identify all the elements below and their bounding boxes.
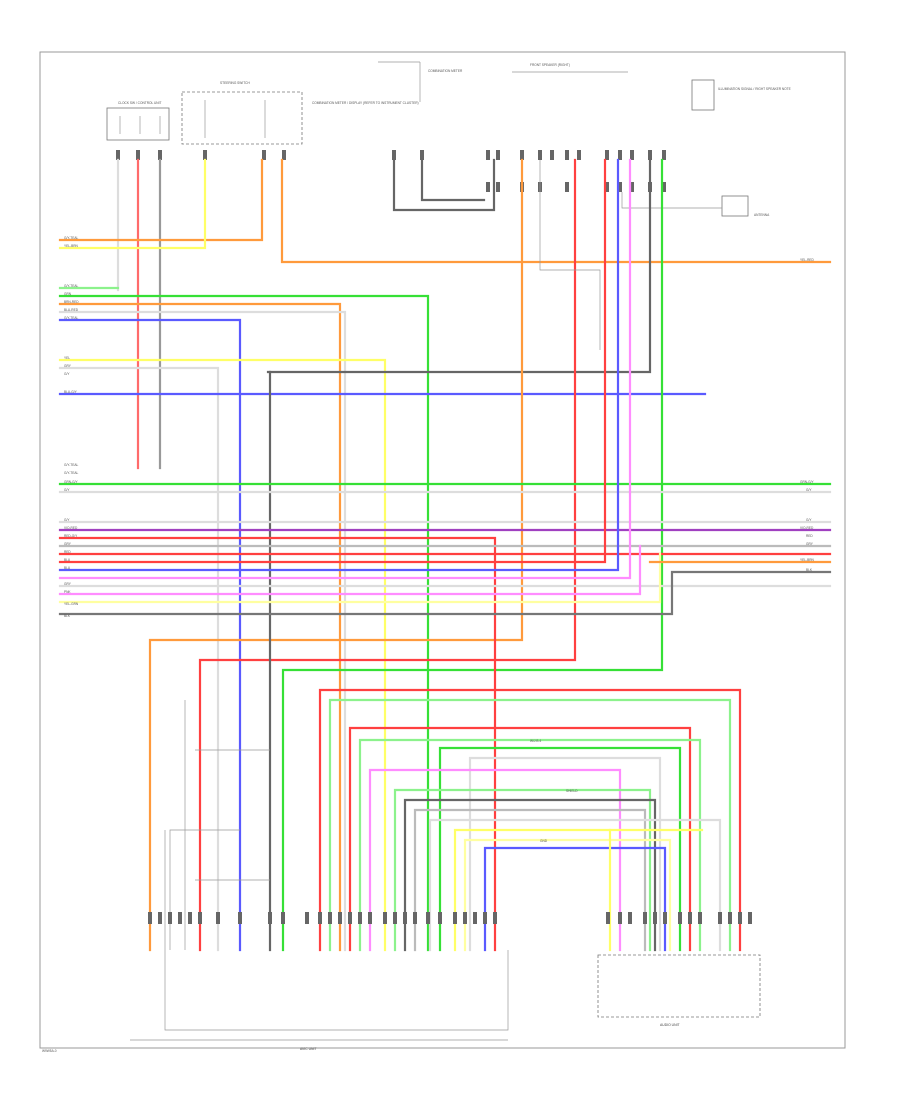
clock-switch-label: CLOCK SW / CONTROL UNIT	[118, 101, 161, 105]
left-wire-labels: G/Y-TEAL YEL-BRN G/Y-TEAL GRN BRN-RED BL…	[64, 236, 79, 618]
left-label: GRN	[64, 292, 72, 296]
right-label: YEL-BRN	[800, 558, 815, 562]
right-note: ILLUMINATION SIGNAL / RIGHT SPEAKER NOTE	[691, 79, 791, 111]
left-label: GRN-G/Y	[64, 480, 79, 484]
left-label: GRY	[64, 582, 72, 586]
right-label: GRY	[806, 542, 814, 546]
right-label: G/Y	[806, 518, 812, 522]
steering-switch-label: STEERING SWITCH	[220, 81, 250, 85]
left-label: BRN-RED	[64, 300, 79, 304]
left-label: GRY	[64, 542, 72, 546]
right-label: BLK	[806, 568, 813, 572]
left-label: G/Y	[64, 488, 70, 492]
midbus-note-2: SHIELD	[566, 789, 578, 793]
left-label: VIO-RED	[64, 526, 78, 530]
midbus-note-1: W/J B 4	[530, 739, 541, 743]
left-label: YEL-BRN	[64, 244, 79, 248]
left-label: BLK	[64, 614, 71, 618]
left-label: RED	[64, 550, 71, 554]
left-label: YEL-GRN	[64, 602, 79, 606]
left-label: G/Y-TEAL	[64, 316, 78, 320]
right-note-text: ILLUMINATION SIGNAL / RIGHT SPEAKER NOTE	[718, 87, 791, 91]
left-label: G/Y	[64, 372, 70, 376]
left-label: GRY	[64, 364, 72, 368]
right-label: RED	[806, 534, 813, 538]
front-speaker-label: FRONT SPEAKER (RIGHT)	[530, 63, 570, 67]
main-component-label: AVIC UNIT	[300, 1047, 317, 1051]
page-code: W9W5A-0	[42, 1049, 57, 1053]
clock-switch-component: CLOCK SW / CONTROL UNIT	[106, 101, 170, 141]
left-label: G/Y-TEAL	[64, 284, 78, 288]
meter-note: COMBINATION METER / DISPLAY (REFER TO IN…	[312, 101, 419, 105]
wire-network	[58, 158, 832, 1031]
audio-unit-component: AUDIO UNIT	[597, 954, 761, 1027]
left-label: BLU	[64, 558, 71, 562]
left-label: PNK	[64, 590, 71, 594]
combination-meter-component: COMBINATION METER	[378, 61, 463, 102]
meter-note-text: COMBINATION METER / DISPLAY (REFER TO IN…	[312, 101, 419, 105]
left-label: YEL	[64, 356, 70, 360]
right-label: GRN-G/Y	[800, 480, 815, 484]
left-label: RED-G/Y	[64, 534, 78, 538]
antenna-component: ANTENNA	[721, 195, 770, 217]
left-label: BLU	[64, 566, 71, 570]
antenna-label: ANTENNA	[754, 213, 770, 217]
left-label: G/Y-TEAL	[64, 463, 78, 467]
left-label: G/Y-TEAL	[64, 471, 78, 475]
combination-meter-label: COMBINATION METER	[428, 69, 463, 73]
left-label: G/Y-TEAL	[64, 236, 78, 240]
steering-switch-component: STEERING SWITCH	[181, 81, 303, 145]
diagram-frame	[39, 51, 846, 1049]
left-label: G/Y	[64, 518, 70, 522]
right-label: G/Y	[806, 488, 812, 492]
bottom-connector-pins	[148, 912, 752, 924]
top-connector-pins	[116, 150, 666, 192]
front-speaker-component: FRONT SPEAKER (RIGHT)	[512, 63, 628, 73]
right-label: YEL-RED	[800, 258, 815, 262]
right-label: VIO-RED	[800, 526, 814, 530]
footer: AVIC UNIT W9W5A-0	[42, 1039, 508, 1053]
midbus-note-3: GND	[540, 839, 548, 843]
left-label: BLU-RED	[64, 308, 79, 312]
audio-unit-label: AUDIO UNIT	[660, 1023, 680, 1027]
right-wire-labels: YEL-RED GRN-G/Y G/Y G/Y VIO-RED RED GRY …	[800, 258, 815, 572]
left-label: BLU-G/Y	[64, 390, 78, 394]
